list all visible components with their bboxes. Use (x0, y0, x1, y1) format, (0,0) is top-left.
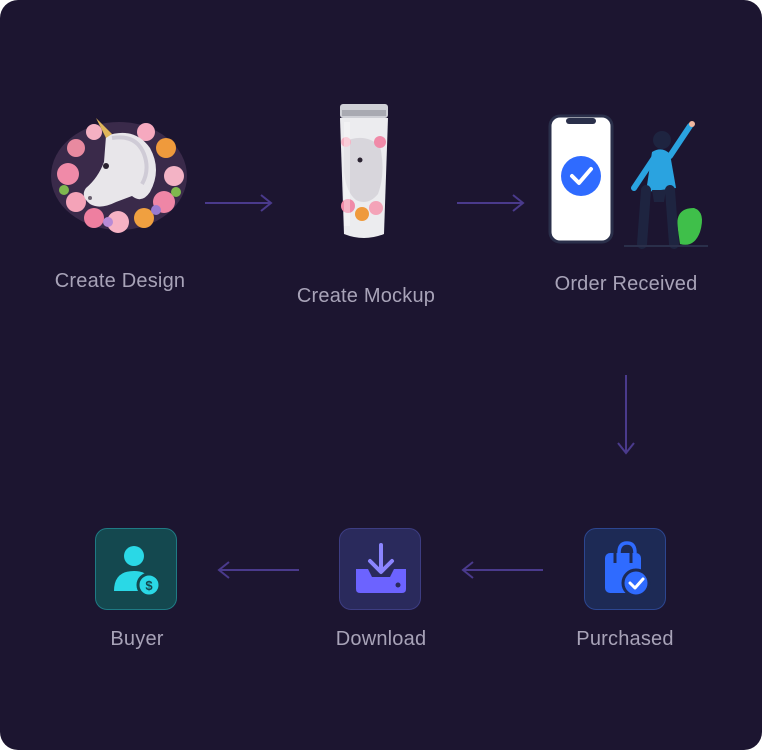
download-tray-icon (356, 543, 406, 593)
unicorn-floral-design-icon (51, 118, 187, 233)
phone-checkmark-person-icon (548, 114, 708, 249)
step-label-create-design: Create Design (54, 270, 186, 292)
arrow-down (617, 375, 635, 455)
shopping-bag-check-icon (605, 541, 651, 598)
arrow-right-1 (205, 194, 273, 212)
download-tile (339, 528, 421, 610)
arrow-left-2 (217, 561, 299, 579)
step-label-download: Download (335, 628, 427, 650)
step-label-purchased: Purchased (576, 628, 674, 650)
arrow-right-2 (457, 194, 525, 212)
buyer-tile: $ (95, 528, 177, 610)
step-label-create-mockup: Create Mockup (296, 285, 436, 307)
step-label-buyer: Buyer (110, 628, 164, 650)
svg-text:$: $ (145, 578, 153, 593)
purchased-tile (584, 528, 666, 610)
tumbler-mockup-icon (340, 104, 388, 238)
step-label-order-received: Order Received (554, 273, 698, 295)
arrow-left-1 (461, 561, 543, 579)
user-coin-icon: $ (114, 546, 162, 598)
